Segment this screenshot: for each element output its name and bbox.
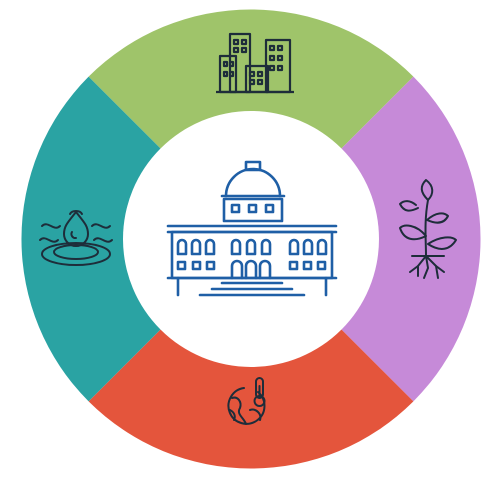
government-building-icon	[166, 160, 338, 297]
plant-with-roots-icon	[399, 179, 457, 279]
water-drop-ripple-icon	[39, 210, 113, 266]
segment-left	[21, 76, 161, 402]
globe-thermometer-icon	[227, 377, 266, 425]
segment-bottom	[88, 329, 414, 469]
city-buildings-icon	[216, 32, 294, 94]
